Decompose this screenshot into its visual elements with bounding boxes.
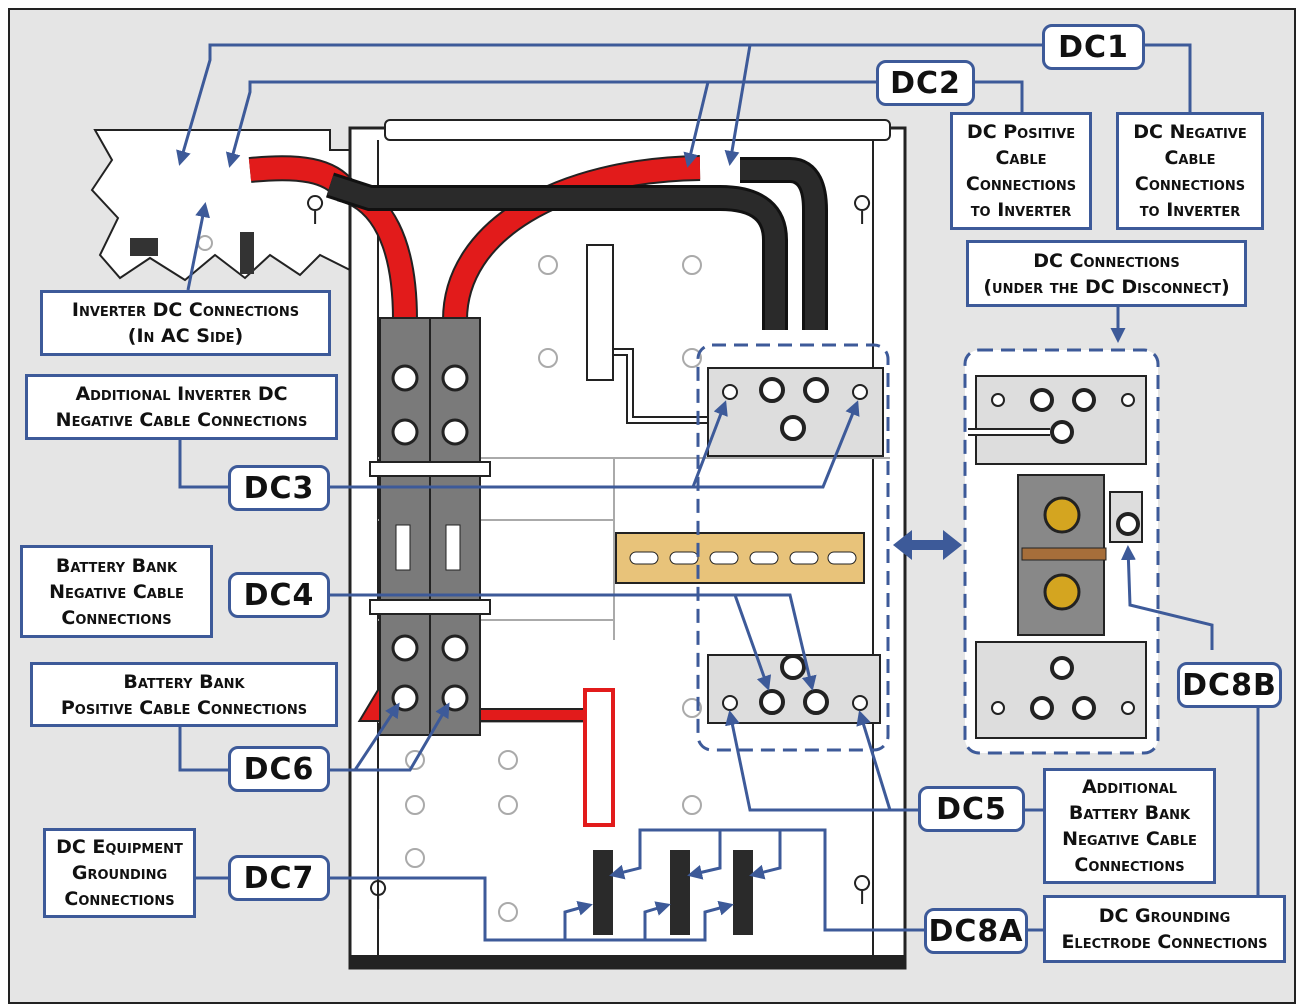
detail-upper-block xyxy=(976,376,1146,464)
grounding-bar-2 xyxy=(670,850,690,935)
tag-dc7: DC7 xyxy=(228,855,330,901)
callout-battery-bank-negative: Battery Bank Negative Cable Connections xyxy=(20,545,213,638)
callout-inverter-dc-connections: Inverter DC Connections (In AC Side) xyxy=(40,290,331,356)
callout-dc-under-disconnect: DC Connections (under the DC Disconnect) xyxy=(966,240,1247,307)
tag-dc5: DC5 xyxy=(918,786,1025,832)
callout-additional-battery-negative: Additional Battery Bank Negative Cable C… xyxy=(1043,768,1216,884)
callout-battery-bank-positive: Battery Bank Positive Cable Connections xyxy=(30,662,338,727)
dc-breakers xyxy=(370,318,490,735)
detail-copper-link xyxy=(1022,548,1106,560)
callout-dc-equipment-grounding: DC Equipment Grounding Connections xyxy=(43,828,196,918)
grounding-bar-3 xyxy=(733,850,753,935)
inverter-ac-side-panel xyxy=(92,130,350,280)
callout-dc-grounding-electrode: DC Grounding Electrode Connections xyxy=(1043,895,1286,963)
ground-busbar-top xyxy=(587,245,613,380)
enclosure-bottom xyxy=(350,955,905,968)
negative-busbar-upper xyxy=(708,368,883,456)
ac-side-busbar xyxy=(240,232,254,274)
callout-additional-inverter-negative: Additional Inverter DC Negative Cable Co… xyxy=(25,374,338,440)
callout-dc-positive-to-inverter: DC Positive Cable Connections to Inverte… xyxy=(950,112,1092,230)
ac-side-terminal xyxy=(130,238,158,256)
tag-dc3: DC3 xyxy=(228,465,330,511)
tag-dc2: DC2 xyxy=(876,60,975,106)
tag-dc8b: DC8B xyxy=(1177,662,1282,708)
grounding-bar-1 xyxy=(593,850,613,935)
red-busbar xyxy=(585,690,613,825)
tag-dc8a: DC8A xyxy=(924,908,1028,954)
callout-dc-negative-to-inverter: DC Negative Cable Connections to Inverte… xyxy=(1116,112,1264,230)
tag-dc6: DC6 xyxy=(228,746,330,792)
tag-dc4: DC4 xyxy=(228,572,330,618)
enclosure-top-lip xyxy=(385,120,890,140)
tag-dc1: DC1 xyxy=(1042,24,1145,70)
